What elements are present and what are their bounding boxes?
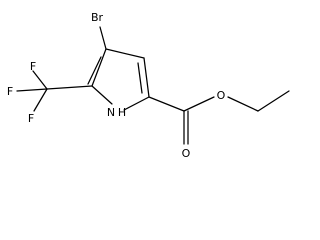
bond-carbonyl-oester [183, 96, 215, 112]
atom-o-carbonyl-label: O [182, 147, 191, 160]
bond-c3-c2 [143, 57, 150, 98]
bond-c3-c2-double [137, 62, 143, 94]
atom-o-ester-label: O [217, 89, 226, 102]
bond-c2-ccarbonyl [148, 96, 185, 112]
atom-f-top-label: F [30, 60, 36, 73]
atom-br-label: Br [91, 11, 104, 24]
bond-cf3-f-top [32, 70, 48, 90]
atom-n-label: N [107, 106, 115, 119]
bond-c4-br [99, 26, 107, 50]
bond-c4-c5-double [87, 56, 102, 85]
chemical-structure: Br F F F N H O O [7, 11, 290, 160]
atom-f-left-label: F [7, 85, 13, 98]
atom-f-bottom-label: F [28, 112, 34, 125]
bonds [16, 26, 290, 145]
bond-n1-c5 [91, 85, 113, 105]
bond-c2-n1 [123, 96, 150, 111]
atom-h-label: H [118, 106, 126, 119]
bond-c5-cf3 [46, 85, 93, 90]
atom-labels: Br F F F N H O O [7, 11, 226, 160]
bond-c4-c3 [105, 48, 145, 59]
bond-cf3-f-left [16, 88, 48, 92]
bond-ch2-ch3 [257, 90, 290, 112]
bond-c4-c5 [91, 48, 107, 87]
bond-oester-ch2 [227, 96, 259, 112]
bond-cf3-f-bottom [33, 88, 48, 112]
